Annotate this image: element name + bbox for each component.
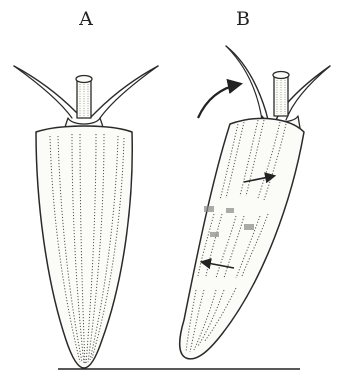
stalk-b-top (273, 72, 289, 79)
arm-left-b (226, 46, 268, 120)
offset-block-4 (210, 232, 219, 237)
rotation-arrow (198, 84, 240, 118)
specimen-b (180, 46, 330, 359)
arm-right-a-inner (100, 66, 158, 118)
arm-left-b-inner (226, 46, 262, 120)
panel-label-a: A (78, 8, 93, 30)
offset-block-2 (226, 208, 234, 213)
offset-block-1 (204, 206, 214, 212)
panel-label-b: B (236, 8, 250, 30)
stalk-b (274, 76, 288, 116)
stalk-a-top (76, 76, 92, 83)
arm-left-a-inner (14, 66, 72, 118)
body-b (180, 118, 304, 358)
offset-block-3 (244, 224, 254, 230)
body-a (36, 126, 132, 368)
specimen-a (14, 66, 158, 368)
arm-right-b-inner (286, 66, 330, 120)
